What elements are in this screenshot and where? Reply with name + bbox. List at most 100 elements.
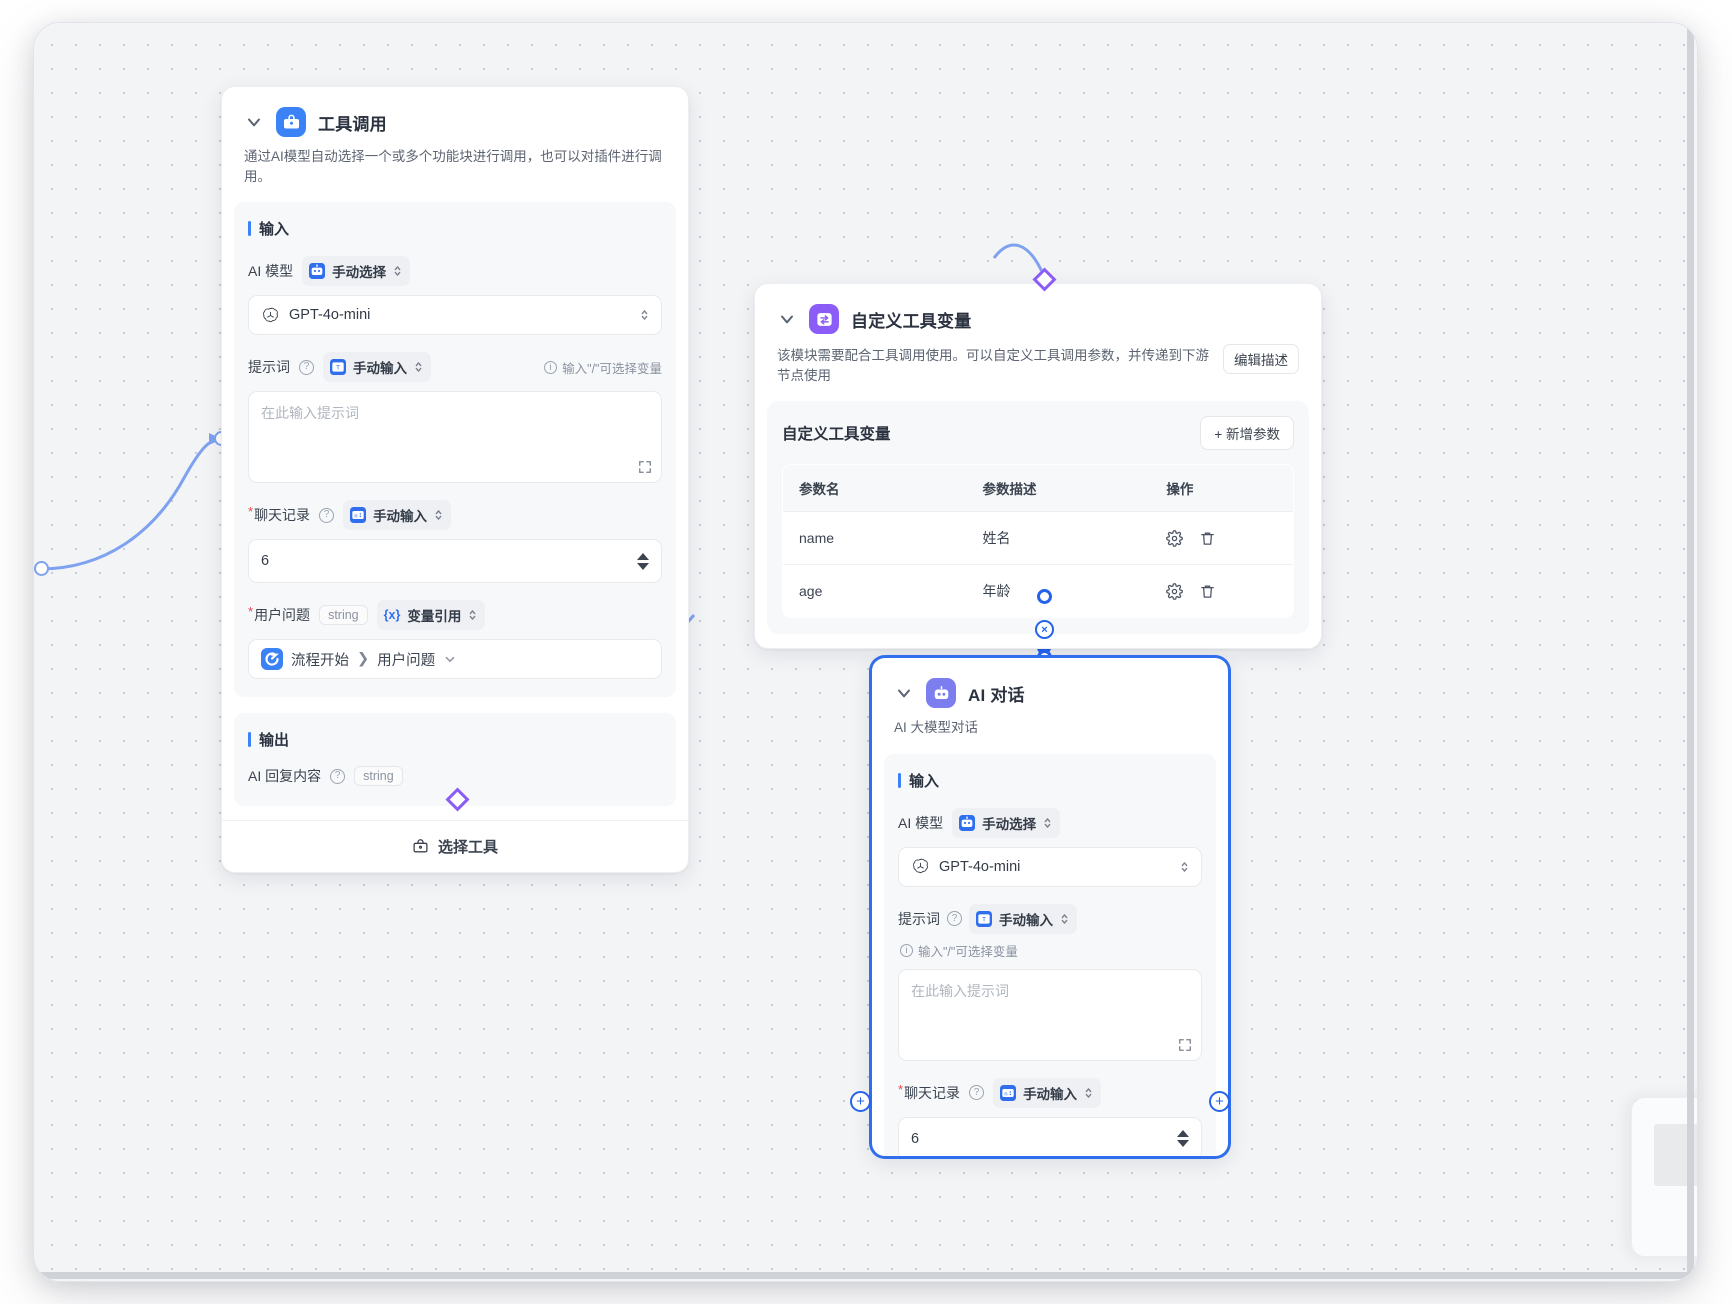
select-tool-button[interactable]: 选择工具 (222, 820, 688, 872)
vertical-scrollbar[interactable] (1686, 23, 1695, 1281)
stepper-up[interactable] (1177, 1130, 1189, 1138)
prompt-mode-label: 手动输入 (353, 361, 407, 377)
section-accent-bar (248, 732, 251, 748)
model-value: GPT-4o-mini (939, 858, 1021, 875)
output-section-title: 输出 (248, 729, 662, 750)
history-mode-select[interactable]: n 手动输入 (343, 500, 452, 531)
help-icon[interactable]: ? (319, 507, 335, 523)
vertical-scroll-thumb[interactable] (1687, 23, 1694, 1281)
ai-chat-right-add-port[interactable]: + (1209, 1091, 1230, 1112)
trash-icon[interactable] (1199, 583, 1216, 600)
node-tool-call[interactable]: 工具调用 通过AI模型自动选择一个或多个功能块进行调用，也可以对插件进行调用。 … (221, 86, 689, 874)
stepper-down[interactable] (1177, 1140, 1189, 1148)
history-field-row: 聊天记录 ? n 手动输入 (248, 500, 662, 531)
prompt-mode-select[interactable]: T 手动输入 (323, 352, 431, 383)
history-number-input[interactable]: 6 (248, 539, 662, 584)
delete-edge-button[interactable]: × (1035, 620, 1054, 639)
input-section-title: 输入 (248, 218, 662, 239)
params-table: 参数名 参数描述 操作 name 姓名 (782, 464, 1294, 619)
chevron-updown-icon[interactable] (640, 308, 649, 322)
text-input-icon: T (976, 910, 992, 927)
question-type-tag: string (319, 605, 368, 626)
prompt-label: 提示词 (898, 910, 940, 927)
input-section-label: 输入 (909, 772, 940, 790)
chevron-down-icon[interactable] (443, 652, 457, 666)
prompt-label: 提示词 (248, 359, 290, 376)
section-accent-bar (898, 772, 901, 788)
number-stepper[interactable] (637, 552, 649, 570)
model-label: AI 模型 (898, 814, 944, 831)
ai-chat-left-add-port[interactable]: + (850, 1091, 871, 1112)
help-icon[interactable]: ? (330, 768, 346, 784)
gear-icon[interactable] (1166, 529, 1184, 547)
horizontal-scroll-thumb[interactable] (34, 1272, 1697, 1279)
output-type-tag: string (354, 766, 403, 787)
chevron-down-icon[interactable] (244, 112, 264, 132)
model-label: AI 模型 (248, 263, 294, 280)
prompt-hint-text: 输入"/"可选择变量 (562, 361, 662, 376)
input-section-title: 输入 (898, 770, 1202, 791)
help-icon[interactable]: ? (299, 359, 314, 375)
ai-chat-title: AI 对话 (968, 685, 1025, 705)
ref-field-name: 用户问题 (377, 652, 436, 669)
prompt-hint: i 输入"/"可选择变量 (544, 358, 662, 377)
custom-var-title: 自定义工具变量 (851, 311, 972, 331)
custom-var-description-row: 该模块需要配合工具调用使用。可以自定义工具调用参数，并传递到下游节点使用 编辑描… (777, 344, 1299, 385)
row-actions (1166, 582, 1277, 600)
col-param-name: 参数名 (783, 465, 967, 513)
history-mode-select[interactable]: n 手动输入 (993, 1077, 1102, 1108)
robot-small-icon (959, 814, 976, 831)
question-mode-label: 变量引用 (407, 609, 462, 625)
svg-text:n: n (354, 513, 357, 519)
svg-text:n: n (1004, 1091, 1007, 1097)
node-ai-chat[interactable]: AI 对话 AI 大模型对话 输入 AI 模型 手动选择 (871, 657, 1229, 1157)
model-mode-label: 手动选择 (332, 265, 387, 281)
updown-icon (1044, 817, 1051, 828)
model-mode-label: 手动选择 (982, 816, 1037, 832)
gear-icon[interactable] (1166, 582, 1184, 600)
expand-icon[interactable] (1178, 1038, 1192, 1052)
custom-var-header: 自定义工具变量 该模块需要配合工具调用使用。可以自定义工具调用参数，并传递到下游… (755, 284, 1321, 385)
trash-icon[interactable] (1199, 530, 1216, 547)
prompt-mode-select[interactable]: T 手动输入 (969, 903, 1077, 934)
chevron-down-icon[interactable] (777, 309, 797, 329)
model-select-input[interactable]: GPT-4o-mini (248, 295, 662, 336)
history-number-input[interactable]: 6 (898, 1116, 1202, 1156)
table-row[interactable]: age 年龄 (783, 565, 1293, 618)
node-custom-tool-var[interactable]: 自定义工具变量 该模块需要配合工具调用使用。可以自定义工具调用参数，并传递到下游… (754, 283, 1322, 650)
model-select-input[interactable]: GPT-4o-mini (898, 846, 1202, 887)
updown-icon (1061, 913, 1068, 924)
help-icon[interactable]: ? (947, 911, 962, 927)
horizontal-scrollbar[interactable] (34, 1271, 1697, 1280)
edit-description-button[interactable]: 编辑描述 (1223, 344, 1299, 374)
cell-param-desc: 年龄 (982, 583, 1011, 600)
stepper-up[interactable] (637, 552, 649, 560)
expand-icon[interactable] (638, 460, 652, 474)
edge-source-port-left[interactable] (34, 561, 49, 576)
model-field-row: AI 模型 手动选择 (248, 256, 662, 287)
model-mode-select[interactable]: 手动选择 (952, 807, 1061, 838)
prompt-textarea[interactable]: 在此输入提示词 (248, 391, 662, 484)
tool-call-input-section: 输入 AI 模型 手动选择 GPT-4o-mini (234, 202, 676, 698)
table-row[interactable]: name 姓名 (783, 511, 1293, 566)
tool-call-description: 通过AI模型自动选择一个或多个功能块进行调用，也可以对插件进行调用。 (244, 149, 662, 184)
robot-icon (926, 678, 956, 708)
chevron-down-icon[interactable] (894, 683, 914, 703)
chevron-updown-icon[interactable] (1180, 860, 1189, 874)
prompt-textarea[interactable]: 在此输入提示词 (898, 968, 1202, 1061)
model-mode-select[interactable]: 手动选择 (302, 256, 411, 287)
add-param-button[interactable]: + 新增参数 (1200, 416, 1294, 451)
variable-ref-icon: {x} (383, 608, 401, 623)
question-variable-reference[interactable]: 流程开始 ❯ 用户问题 (248, 639, 662, 680)
stepper-down[interactable] (637, 562, 649, 570)
workflow-canvas[interactable]: 工具调用 通过AI模型自动选择一个或多个功能块进行调用，也可以对插件进行调用。 … (34, 23, 1697, 1281)
number-stepper[interactable] (1177, 1130, 1189, 1148)
history-label: 聊天记录 (248, 505, 310, 525)
custom-var-bottom-port[interactable] (1037, 589, 1052, 604)
custom-var-panel-header: 自定义工具变量 + 新增参数 (782, 416, 1294, 451)
help-icon[interactable]: ? (969, 1085, 985, 1101)
prompt-hint-text: 输入"/"可选择变量 (918, 944, 1018, 959)
question-mode-select[interactable]: {x} 变量引用 (376, 600, 486, 631)
cell-param-name: age (799, 583, 823, 600)
table-header-row: 参数名 参数描述 操作 (783, 465, 1293, 513)
